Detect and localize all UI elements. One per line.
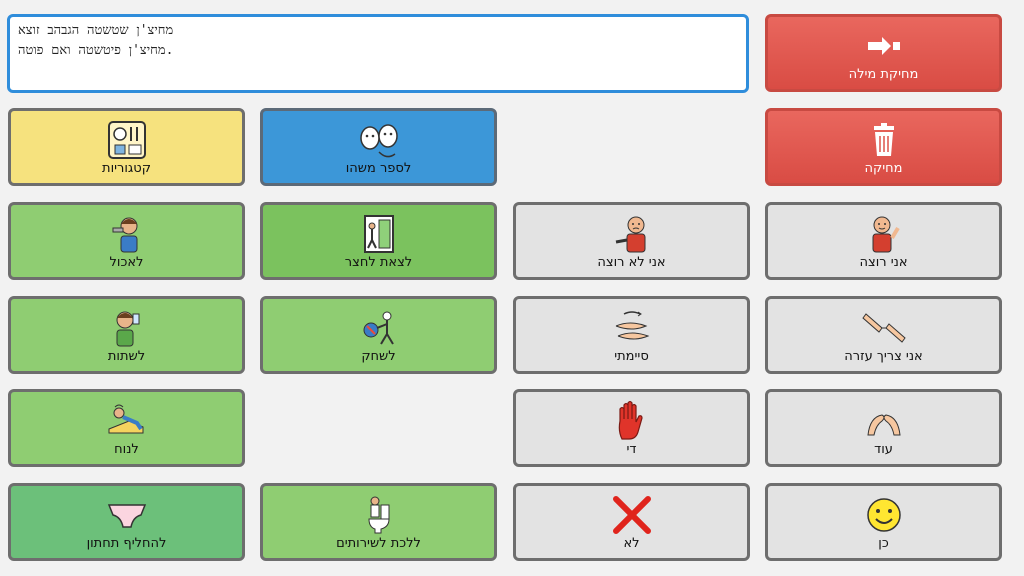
eat-label: לאכול xyxy=(109,255,144,270)
door-outside-icon xyxy=(357,212,401,256)
playing-ball-icon xyxy=(357,306,401,350)
change-diaper-button[interactable]: להחליף תחתון xyxy=(8,483,245,561)
drink-label: לשתות xyxy=(107,349,146,364)
need-help-button[interactable]: אני צריך עזרה xyxy=(765,296,1002,374)
categories-button[interactable]: קטגוריות xyxy=(8,108,245,186)
categories-icon xyxy=(105,118,149,162)
message-line-2: מחיצ'ן פיטשטה ואם פוטה. xyxy=(18,43,174,58)
no-button[interactable]: לא xyxy=(513,483,750,561)
stop-label: די xyxy=(626,442,637,457)
play-button[interactable]: לשחק xyxy=(260,296,497,374)
rest-label: לנוח xyxy=(114,442,139,457)
more-hands-icon xyxy=(862,399,906,443)
finished-button[interactable]: סיימתי xyxy=(513,296,750,374)
delete-word-label: מחיקת מילה xyxy=(848,67,919,82)
trash-icon xyxy=(862,118,906,162)
delete-label: מחיקה xyxy=(864,161,903,176)
dont-want-label: אני לא רוצה xyxy=(597,255,666,270)
yes-button[interactable]: כן xyxy=(765,483,1002,561)
finished-hands-icon xyxy=(610,306,654,350)
go-outside-label: לצאת לחצר xyxy=(344,255,413,270)
smiley-icon xyxy=(862,493,906,537)
eating-boy-icon xyxy=(105,212,149,256)
no-label: לא xyxy=(623,536,640,551)
more-label: עוד xyxy=(874,442,893,457)
need-help-label: אני צריך עזרה xyxy=(844,349,923,364)
bathroom-label: ללכת לשירותים xyxy=(336,536,421,551)
stop-button[interactable]: די xyxy=(513,389,750,467)
tell-something-button[interactable]: לספר משהו xyxy=(260,108,497,186)
backspace-arrow-icon xyxy=(862,24,906,68)
want-label: אני רוצה xyxy=(859,255,908,270)
change-diaper-label: להחליף תחתון xyxy=(86,536,167,551)
delete-button[interactable]: מחיקה xyxy=(765,108,1002,186)
more-button[interactable]: עוד xyxy=(765,389,1002,467)
message-text-box[interactable]: מחיצ'ן שטשטה הגבהב זוצא מחיצ'ן פיטשטה וא… xyxy=(7,14,749,93)
stop-hand-icon xyxy=(610,399,654,443)
play-label: לשחק xyxy=(361,349,396,364)
want-button[interactable]: אני רוצה xyxy=(765,202,1002,280)
drink-button[interactable]: לשתות xyxy=(8,296,245,374)
drinking-boy-icon xyxy=(105,306,149,350)
categories-label: קטגוריות xyxy=(102,161,151,176)
wanting-person-icon xyxy=(862,212,906,256)
help-hands-icon xyxy=(861,306,906,350)
message-line-1: מחיצ'ן שטשטה הגבהב זוצא xyxy=(18,23,174,38)
red-x-icon xyxy=(610,493,654,537)
underwear-icon xyxy=(105,493,149,537)
go-outside-button[interactable]: לצאת לחצר xyxy=(260,202,497,280)
tell-something-label: לספר משהו xyxy=(345,161,412,176)
resting-person-icon xyxy=(105,399,149,443)
yes-label: כן xyxy=(878,536,889,551)
refusing-person-icon xyxy=(610,212,654,256)
eat-button[interactable]: לאכול xyxy=(8,202,245,280)
talking-faces-icon xyxy=(357,118,401,162)
dont-want-button[interactable]: אני לא רוצה xyxy=(513,202,750,280)
rest-button[interactable]: לנוח xyxy=(8,389,245,467)
delete-word-button[interactable]: מחיקת מילה xyxy=(765,14,1002,92)
finished-label: סיימתי xyxy=(614,349,649,364)
toilet-icon xyxy=(357,493,401,537)
bathroom-button[interactable]: ללכת לשירותים xyxy=(260,483,497,561)
